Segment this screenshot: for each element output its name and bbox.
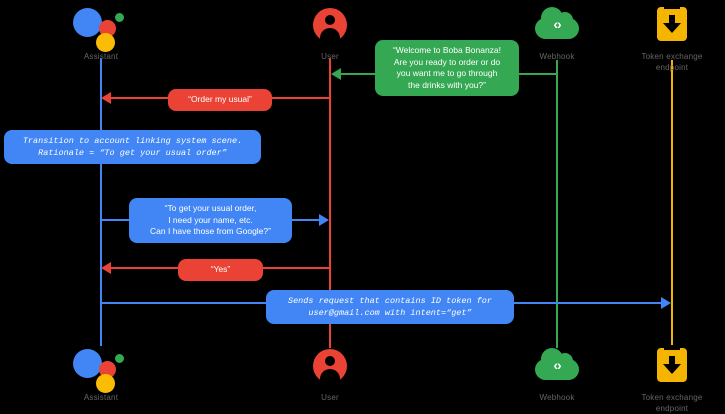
actor-label-webhook: Webhook: [539, 393, 575, 402]
lifeline-assistant: [100, 58, 102, 346]
message-consent-prompt: “To get your usual order, I need your na…: [129, 198, 292, 243]
google-assistant-icon: [41, 345, 161, 393]
cloud-base: [535, 18, 579, 39]
arrowhead-consent-prompt: [319, 214, 329, 226]
user-avatar-icon: [270, 345, 390, 389]
message-welcome-prompt: “Welcome to Boba Bonanza! Are you ready …: [375, 40, 519, 96]
actor-assistant-bottom: Assistant: [41, 345, 161, 403]
message-order-my-usual: “Order my usual”: [168, 89, 272, 111]
download-arrow-stem: [669, 356, 675, 365]
assistant-dot-red: [99, 361, 116, 378]
actor-token-endpoint-bottom: Token exchange endpoint: [612, 345, 725, 414]
cloud-code-icon: ‹›: [497, 345, 617, 389]
user-avatar-body: [320, 28, 340, 42]
actor-label-assistant: Assistant: [83, 393, 119, 402]
code-brackets-glyph: ‹›: [553, 357, 561, 373]
cloud-base: [535, 359, 579, 380]
token-box-notch: [664, 4, 680, 9]
actor-user-top: User: [270, 4, 390, 62]
arrowhead-welcome-prompt: [331, 68, 341, 80]
arrowhead-order-my-usual: [101, 92, 111, 104]
message-id-token-request: Sends request that contains ID token for…: [266, 290, 514, 324]
actor-assistant-top: Assistant: [41, 4, 161, 62]
actor-token-endpoint-top: Token exchange endpoint: [612, 4, 725, 73]
arrowhead-id-token-request: [661, 297, 671, 309]
assistant-dot-blue: [73, 349, 102, 378]
assistant-dot-green: [115, 13, 124, 22]
message-yes-reply: “Yes”: [178, 259, 263, 281]
actor-label-assistant: Assistant: [83, 52, 119, 61]
actor-webhook-bottom: ‹› Webhook: [497, 345, 617, 403]
assistant-dot-green: [115, 354, 124, 363]
assistant-dot-yellow: [96, 33, 115, 52]
cloud-code-icon: ‹›: [497, 4, 617, 48]
user-avatar-icon: [270, 4, 390, 48]
token-box-notch: [664, 345, 680, 350]
assistant-dot-red: [99, 20, 116, 37]
download-arrow-stem: [669, 15, 675, 24]
actor-label-webhook: Webhook: [539, 52, 575, 61]
actor-label-user: User: [321, 393, 339, 402]
lifeline-token-endpoint: [671, 60, 673, 348]
actor-user-bottom: User: [270, 345, 390, 403]
assistant-dot-blue: [73, 8, 102, 37]
actor-webhook-top: ‹› Webhook: [497, 4, 617, 62]
actor-label-user: User: [321, 52, 339, 61]
lifeline-user: [329, 58, 331, 348]
arrowhead-yes-reply: [101, 262, 111, 274]
download-box-icon: [612, 4, 725, 48]
google-assistant-icon: [41, 4, 161, 52]
code-brackets-glyph: ‹›: [553, 16, 561, 32]
message-transition-note: Transition to account linking system sce…: [4, 130, 261, 164]
lifeline-webhook: [556, 60, 558, 348]
actor-label-token-endpoint: Token exchange endpoint: [641, 52, 703, 72]
download-arrow-head: [663, 364, 681, 374]
assistant-dot-yellow: [96, 374, 115, 393]
download-arrow-head: [663, 23, 681, 33]
user-avatar-head: [325, 15, 335, 25]
download-box-icon: [612, 345, 725, 389]
user-avatar-body: [320, 369, 340, 383]
actor-label-token-endpoint: Token exchange endpoint: [641, 393, 703, 413]
user-avatar-head: [325, 356, 335, 366]
